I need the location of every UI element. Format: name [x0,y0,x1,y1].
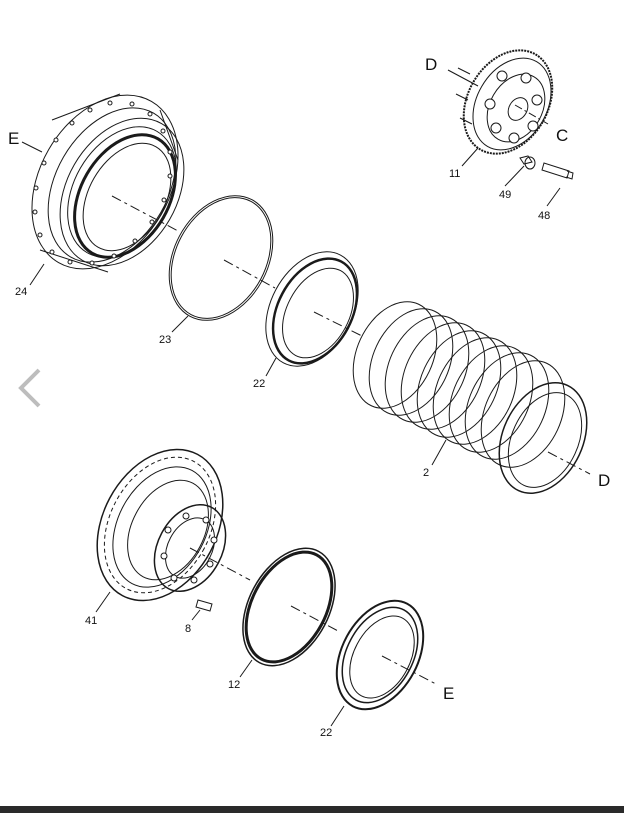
chevron-left-icon [18,368,41,408]
label-49: 49 [499,189,511,201]
seal-22-upper [265,251,359,367]
ref-letter-e-upper: E [8,129,19,148]
leader-lines [21,141,561,727]
label-41: 41 [85,615,97,627]
previous-page-button[interactable] [10,360,50,416]
ref-letter-d-lower: D [598,471,610,490]
label-23: 23 [159,334,171,346]
bottom-bar [0,806,624,813]
clutch-disc-stack-2 [352,301,588,494]
seal-22-lower [335,599,425,711]
label-22-upper: 22 [253,378,265,390]
ring-12 [242,547,336,667]
pin-8 [195,599,213,612]
hub [153,503,227,593]
label-2: 2 [423,467,429,479]
ref-letter-e-lower: E [443,684,454,703]
ring-gear-41 [96,448,224,602]
label-48: 48 [538,210,550,222]
label-11: 11 [449,168,460,180]
o-ring-23 [168,195,274,321]
label-22-lower: 22 [320,727,332,739]
housing-24 [31,93,185,273]
ref-letter-c: C [556,126,568,145]
label-24: 24 [15,286,27,298]
planet-carrier-11 [455,49,554,155]
ref-letter-d-upper: D [425,55,437,74]
label-8: 8 [185,623,191,635]
label-12: 12 [228,679,240,691]
